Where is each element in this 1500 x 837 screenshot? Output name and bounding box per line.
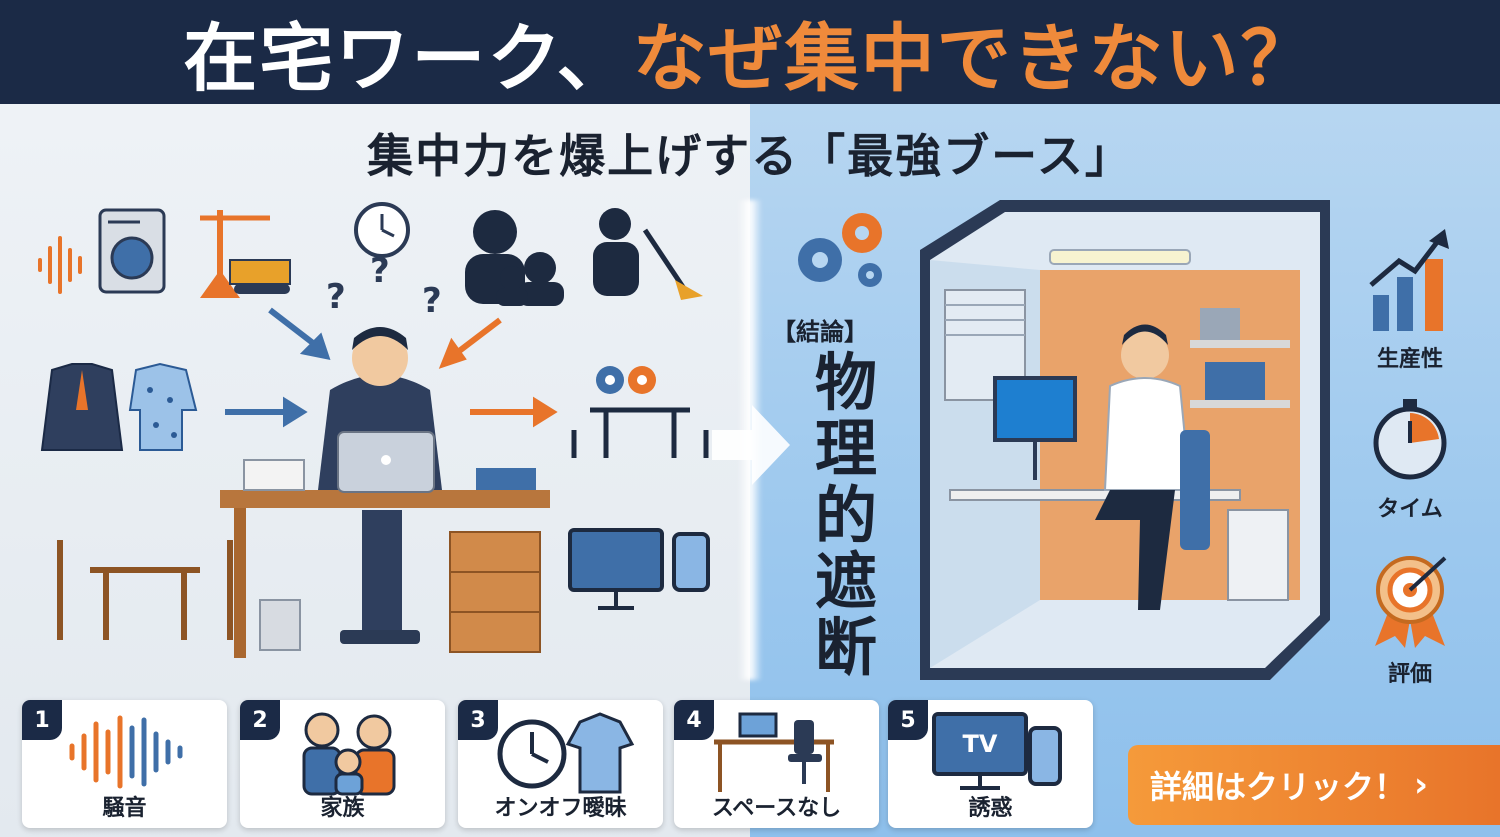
transition-arrow-icon bbox=[712, 405, 790, 485]
family-icon bbox=[302, 712, 396, 796]
washing-machine-icon bbox=[98, 208, 166, 294]
conclusion-char: 的 bbox=[814, 478, 877, 552]
metric-evaluation: 評価 bbox=[1350, 550, 1470, 688]
title-part1: 在宅ワーク、 bbox=[183, 15, 633, 102]
svg-text:?: ? bbox=[370, 251, 390, 291]
stopwatch-icon bbox=[1373, 399, 1447, 480]
clock-shirt-icon bbox=[497, 712, 635, 794]
metric-label: タイム bbox=[1377, 497, 1443, 522]
inflow-arrow-left bbox=[268, 307, 331, 360]
details-cta-button[interactable]: 詳細はクリック！ › bbox=[1128, 745, 1500, 825]
subtitle: 集中力を爆上げする「最強ブース」 bbox=[367, 129, 1133, 183]
svg-text:?: ? bbox=[326, 277, 346, 317]
conclusion-text: 物 理 的 遮 断 bbox=[806, 346, 886, 685]
metric-productivity: 生産性 bbox=[1350, 225, 1470, 373]
reason-card-onoff: 3 オンオフ曖昧 bbox=[458, 700, 663, 828]
metric-label: 生産性 bbox=[1376, 347, 1443, 372]
reason-card-family: 2 家族 bbox=[240, 700, 445, 828]
gears-icon bbox=[798, 213, 882, 287]
card-number: 3 bbox=[458, 700, 498, 740]
inflow-arrow-right bbox=[438, 317, 502, 369]
distracted-worker-illustration: ??? bbox=[38, 202, 710, 658]
construction-crane-icon bbox=[200, 210, 291, 298]
chores-silhouette-icon bbox=[593, 208, 703, 300]
card-label: オンオフ曖昧 bbox=[494, 796, 627, 821]
chevron-right-icon: › bbox=[1414, 765, 1429, 805]
card-number: 2 bbox=[240, 700, 280, 740]
conclusion-char: 物 bbox=[814, 346, 877, 419]
worker-at-desk bbox=[220, 327, 550, 658]
svg-text:?: ? bbox=[422, 281, 442, 321]
card-number: 1 bbox=[22, 700, 62, 740]
sound-wave-icon bbox=[69, 715, 183, 789]
metric-time: タイム bbox=[1350, 395, 1470, 523]
tv-phone-icon: TV bbox=[932, 712, 1062, 790]
clothes-arrow bbox=[225, 396, 308, 428]
conclusion-label: 【結論】 bbox=[772, 318, 868, 346]
conclusion-char: 遮 bbox=[814, 544, 877, 618]
target-award-icon bbox=[1375, 556, 1447, 648]
pajamas-icon bbox=[128, 362, 198, 451]
conclusion-char: 断 bbox=[814, 611, 877, 685]
card-number: 5 bbox=[888, 700, 928, 740]
suit-icon bbox=[40, 363, 124, 451]
dining-table-icon bbox=[571, 407, 709, 458]
reason-card-noise: 1 騒音 bbox=[22, 700, 227, 828]
card-label: 誘惑 bbox=[968, 796, 1013, 821]
monitor-phone-icon bbox=[568, 528, 710, 610]
card-label: 騒音 bbox=[102, 796, 147, 821]
card-label: 家族 bbox=[320, 796, 365, 821]
reason-card-temptation: 5 TV 誘惑 bbox=[888, 700, 1093, 828]
title-bar: 在宅ワーク、なぜ集中できない？ bbox=[0, 0, 1500, 104]
tv-label: TV bbox=[963, 730, 998, 758]
noise-wave-icon bbox=[38, 236, 82, 294]
reason-card-space: 4 スペースなし bbox=[674, 700, 879, 828]
conclusion-char: 理 bbox=[814, 412, 877, 486]
space-arrow bbox=[470, 396, 558, 428]
clock-icon bbox=[354, 202, 410, 258]
dining-set-icon bbox=[57, 540, 233, 640]
cta-label: 詳細はクリック！ bbox=[1150, 768, 1407, 806]
metric-label: 評価 bbox=[1387, 662, 1432, 687]
title-part2: なぜ集中できない？ bbox=[632, 15, 1317, 102]
desk-chair-icon bbox=[714, 712, 834, 792]
gears-icon bbox=[596, 366, 656, 394]
card-number: 4 bbox=[674, 700, 714, 740]
growth-chart-icon bbox=[1369, 229, 1449, 331]
card-label: スペースなし bbox=[711, 796, 842, 821]
family-silhouette-icon bbox=[465, 210, 564, 306]
focus-booth-illustration bbox=[920, 200, 1330, 680]
